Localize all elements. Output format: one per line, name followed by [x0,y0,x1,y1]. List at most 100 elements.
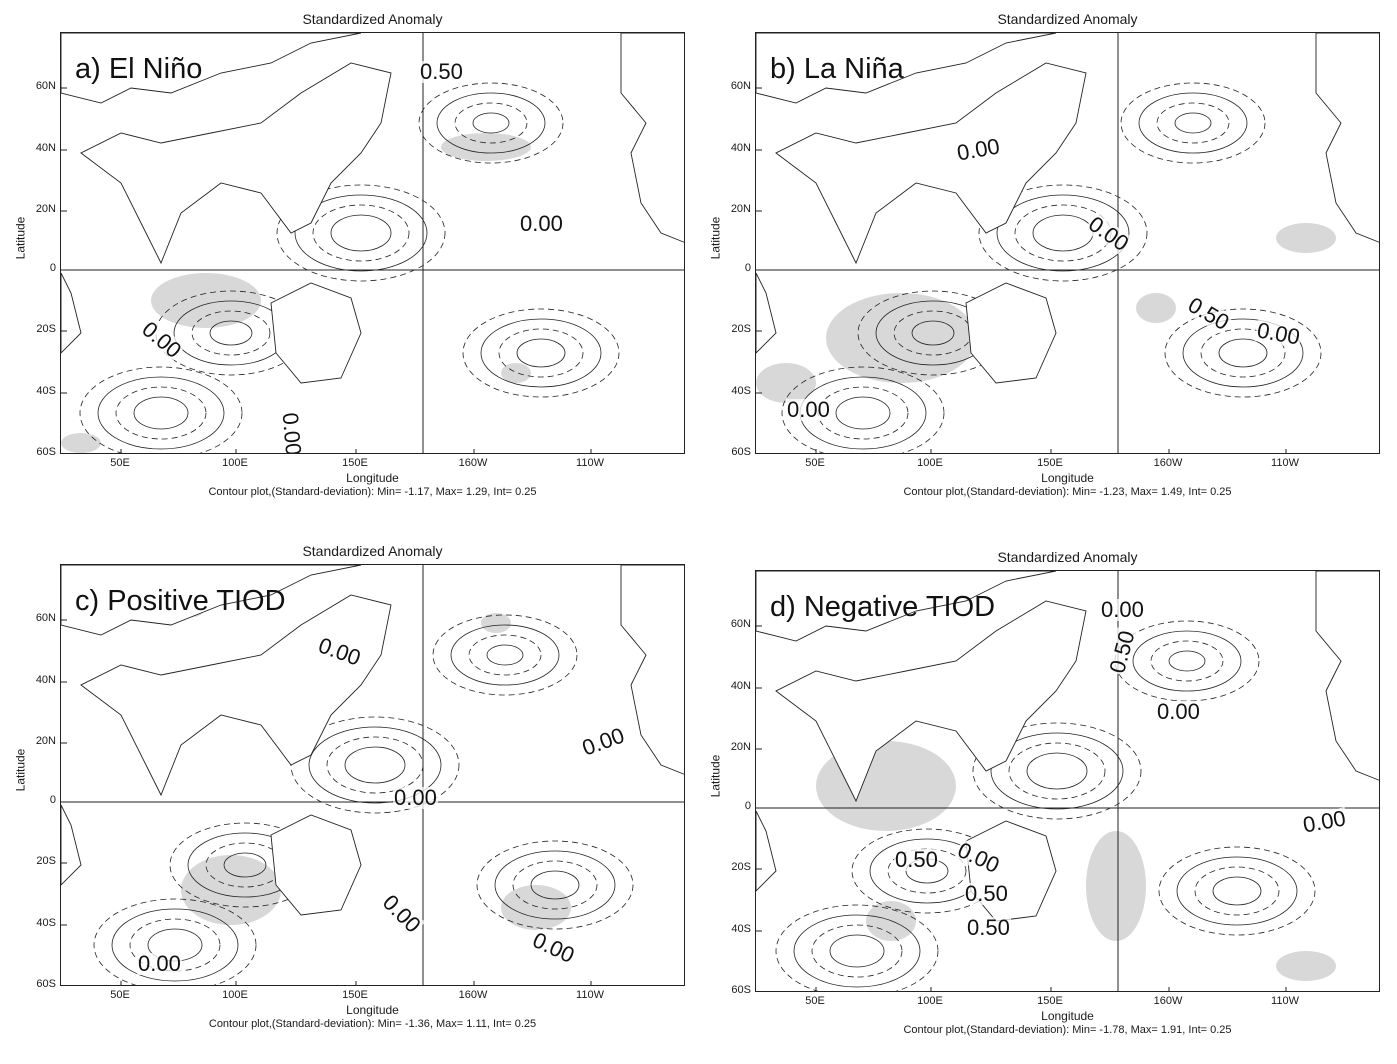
contour-label: 0.00 [137,951,182,976]
contour-line [450,624,560,686]
coastline [270,814,362,916]
contour-label: 0.00 [393,785,438,810]
coastline [620,33,684,243]
lat-tick-label: 40N [35,142,56,154]
contour-line [79,366,243,453]
contour-line [1150,640,1224,682]
map-canvas [756,571,1379,991]
contour-label: 0.50 [966,915,1011,940]
contour-line [344,746,406,784]
lon-tick-label: 160W [458,989,488,1001]
contour-line [454,102,528,144]
contour-line [1182,318,1304,388]
map-canvas [61,565,684,985]
lat-tick-label: 20S [731,861,751,873]
contour-line [811,924,903,978]
lon-tick-label: 150E [1037,995,1063,1007]
lon-tick-label: 100E [917,457,943,469]
contour-line [498,328,584,378]
contour-stats: Contour plot,(Standard-deviation): Min= … [208,1018,537,1030]
contour-line [294,194,428,272]
lat-tick-label: 0 [744,800,751,812]
contour-line [330,214,392,252]
lat-tick-label: 40N [730,142,751,154]
lat-tick-label: 20S [36,323,56,335]
contour-stats: Contour plot,(Standard-deviation): Min= … [208,486,537,498]
contour-line [308,726,442,804]
coastline [620,565,684,775]
lat-tick-label: 60S [731,446,751,458]
significance-shade [1276,951,1336,981]
contour-line [472,112,510,134]
lon-tick-label: 50E [110,989,130,1001]
contour-line [1176,856,1298,926]
lon-tick-label: 110W [1271,995,1299,1007]
lat-tick-label: 40S [36,917,56,929]
coastline [61,272,82,354]
panel-el-nino: Standardized Anomaly Latitude a) El Niño… [5,6,695,526]
lat-tick-label: 0 [49,794,56,806]
contour-line [1194,866,1280,916]
contour-line [1164,308,1322,398]
contour-line [1114,620,1260,702]
contour-line [97,376,225,450]
lon-tick-label: 100E [222,989,248,1001]
significance-shade [501,885,571,930]
lat-tick-label: 40S [731,923,751,935]
coastline [775,600,1087,803]
contour-line [1158,846,1316,936]
coastline [270,282,362,384]
panel-label: a) El Niño [75,53,203,85]
contour-line [418,82,564,164]
lat-tick-label: 40S [36,385,56,397]
contour-line [1156,102,1230,144]
contour-label: 0.00 [1156,699,1201,724]
lat-tick-label: 60N [35,80,56,92]
contour-line [887,848,967,894]
contour-line [468,634,542,676]
x-axis-label: Longitude [346,1003,399,1017]
lon-tick-label: 50E [110,457,130,469]
lon-tick-label: 160W [1153,457,1183,469]
contour-line [1008,742,1106,800]
contour-line [911,320,955,346]
contour-line [781,366,945,453]
x-axis-label: Longitude [346,471,399,485]
significance-shade [61,433,101,453]
coastline [61,565,362,636]
contour-line [223,852,267,878]
lat-tick-label: 60S [731,984,751,996]
contour-line [530,870,580,900]
contour-label: 0.50 [964,881,1009,906]
lat-tick-label: 20S [731,323,751,335]
lat-tick-label: 20N [35,735,56,747]
contour-line [436,92,546,154]
contour-line [129,918,221,972]
contour-line [133,396,189,430]
contour-stats: Contour plot,(Standard-deviation): Min= … [903,486,1232,498]
coastline [756,571,1057,642]
coastline [61,804,82,886]
contour-line [829,934,885,968]
coastline [965,282,1057,384]
significance-shade [1136,293,1176,323]
contour-label: 0.00 [519,211,564,236]
lon-tick-label: 150E [342,989,368,1001]
contour-line [835,396,891,430]
y-axis-label: Latitude [708,754,723,798]
contour-line [990,732,1124,810]
contour-line [775,904,939,991]
lon-tick-label: 150E [342,457,368,469]
contour-line [972,722,1142,820]
coastline [756,810,777,892]
contour-label: 0.50 [894,847,939,872]
lat-tick-label: 0 [744,262,751,274]
contour-line [462,308,620,398]
contour-line [115,386,207,440]
contour-line [312,204,410,262]
contour-label: 0.00 [1100,597,1145,622]
lat-tick-label: 60S [36,978,56,990]
